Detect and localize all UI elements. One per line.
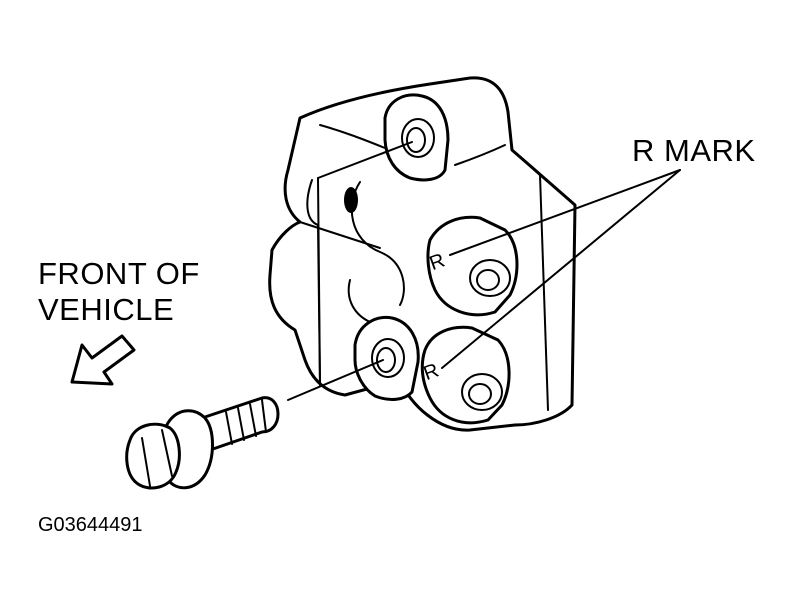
upper-side-pad — [426, 215, 519, 317]
lower-mount-boss — [353, 315, 420, 401]
bolt-alignment-lines — [287, 141, 413, 401]
upper-mount-boss — [383, 93, 450, 182]
r-mark-label: R MARK — [632, 133, 756, 168]
r-mark-leader-lines — [441, 169, 681, 369]
r-mark-lower: R — [421, 359, 442, 385]
front-direction-arrow-icon — [70, 334, 136, 386]
front-of-vehicle-label-line1: FRONT OF — [38, 256, 200, 291]
lower-side-pad — [420, 325, 511, 425]
front-of-vehicle-label-line2: VEHICLE — [38, 292, 175, 327]
flange-bolt — [125, 396, 280, 490]
r-mark-upper: R — [427, 249, 448, 275]
oval-dimple — [344, 187, 358, 213]
figure-code: G03644491 — [38, 514, 143, 536]
